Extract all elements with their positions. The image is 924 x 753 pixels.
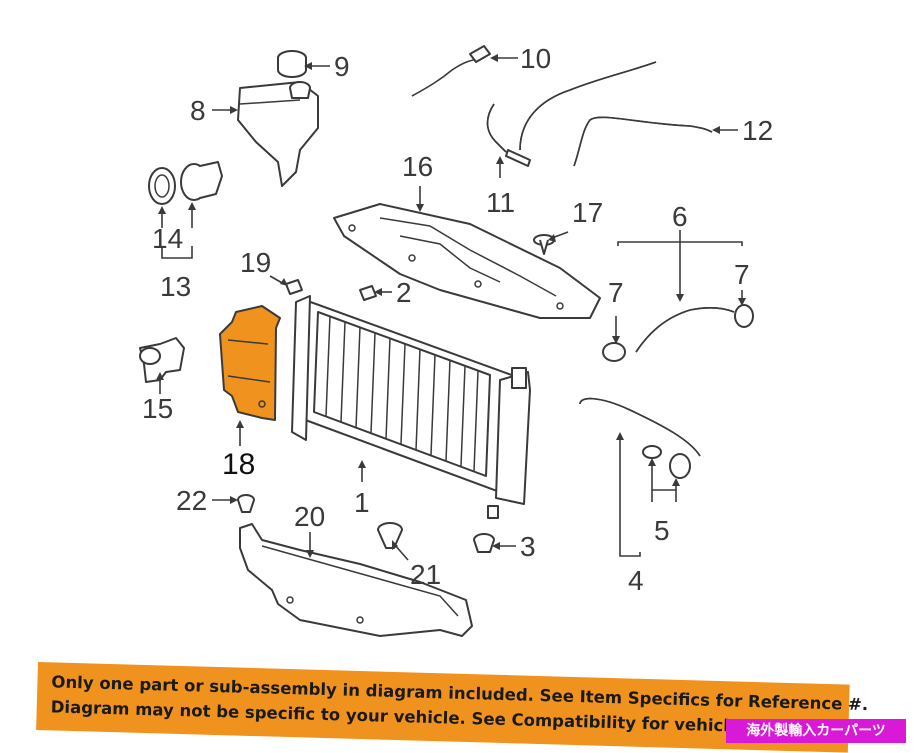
- highlighted-part-shape: [219, 305, 281, 421]
- lower-air-deflector-part: [239, 523, 473, 637]
- part-18-highlighted: [219, 305, 281, 421]
- callout-labels: 1 2 3 4 5 6 7 7 8 9 10 11 12 13 14 15 16…: [142, 43, 773, 596]
- callout-12: 12: [742, 115, 773, 146]
- callout-4: 4: [628, 565, 644, 596]
- callout-21: 21: [410, 559, 441, 590]
- radiator-baffle-part: [333, 203, 601, 319]
- coolant-hoses-part: [411, 45, 713, 167]
- push-pin-clips-part: [237, 234, 555, 553]
- callout-2: 2: [396, 277, 412, 308]
- leader-lines: [156, 54, 746, 561]
- upper-radiator-hose-part: [602, 304, 754, 362]
- callout-18: 18: [222, 448, 255, 481]
- callout-14: 14: [152, 223, 183, 254]
- callout-22: 22: [176, 485, 207, 516]
- callout-10: 10: [520, 43, 551, 74]
- callout-13: 13: [160, 271, 191, 302]
- callout-11: 11: [486, 187, 515, 218]
- callout-15: 15: [142, 393, 173, 424]
- callout-16: 16: [402, 151, 433, 182]
- parts-diagram: 1 2 3 4 5 6 7 7 8 9 10 11 12 13 14 15 16…: [139, 43, 773, 637]
- callout-5: 5: [654, 515, 670, 546]
- callout-3: 3: [520, 531, 536, 562]
- callout-9: 9: [334, 51, 350, 82]
- callout-17: 17: [572, 197, 603, 228]
- seller-watermark: 海外製輸入カーパーツ: [726, 719, 906, 743]
- callout-6: 6: [672, 201, 688, 232]
- thermostat-gasket-part: [148, 161, 223, 205]
- lower-radiator-hose-part: [579, 397, 701, 479]
- callout-7-left: 7: [608, 277, 624, 308]
- callout-20: 20: [294, 501, 325, 532]
- coolant-reservoir-part: [237, 81, 319, 187]
- callout-7-right: 7: [734, 259, 750, 290]
- water-outlet-part: [139, 337, 185, 383]
- callout-8: 8: [190, 95, 206, 126]
- reservoir-cap-part: [277, 50, 307, 78]
- radiator-part: [291, 295, 531, 519]
- callout-1: 1: [354, 487, 370, 518]
- callout-19: 19: [240, 247, 271, 278]
